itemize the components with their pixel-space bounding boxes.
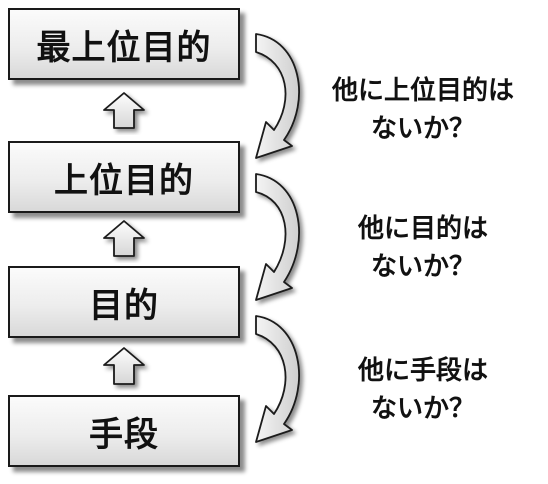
question-line: ないか？ — [370, 114, 475, 144]
curved-arrow-icon — [255, 33, 300, 159]
top-purpose-label: 最上位目的 — [36, 27, 212, 68]
up-arrow-icon — [103, 220, 145, 257]
question-line: 他に目的は — [357, 214, 488, 244]
curved-arrow-icon — [255, 173, 300, 301]
means-label: 手段 — [89, 414, 159, 455]
question-line: 他に上位目的は — [331, 76, 514, 106]
question-line: ないか？ — [370, 252, 475, 282]
upper-purpose-label: 上位目的 — [54, 160, 194, 201]
question-line: 他に手段は — [357, 356, 488, 386]
up-arrow-icon — [103, 92, 145, 129]
top-purpose-box: 最上位目的 — [8, 8, 240, 80]
question-line: ないか？ — [370, 394, 475, 424]
means-box: 手段 — [8, 395, 240, 467]
question-purpose: 他に目的は ないか？ — [318, 210, 528, 286]
purpose-box: 目的 — [8, 266, 240, 338]
up-arrow-icon — [103, 347, 145, 385]
question-upper-purpose: 他に上位目的は ないか？ — [318, 72, 528, 148]
curved-arrow-icon — [255, 315, 300, 443]
upper-purpose-box: 上位目的 — [8, 141, 240, 213]
question-means: 他に手段は ないか？ — [318, 352, 528, 428]
purpose-label: 目的 — [89, 285, 159, 326]
